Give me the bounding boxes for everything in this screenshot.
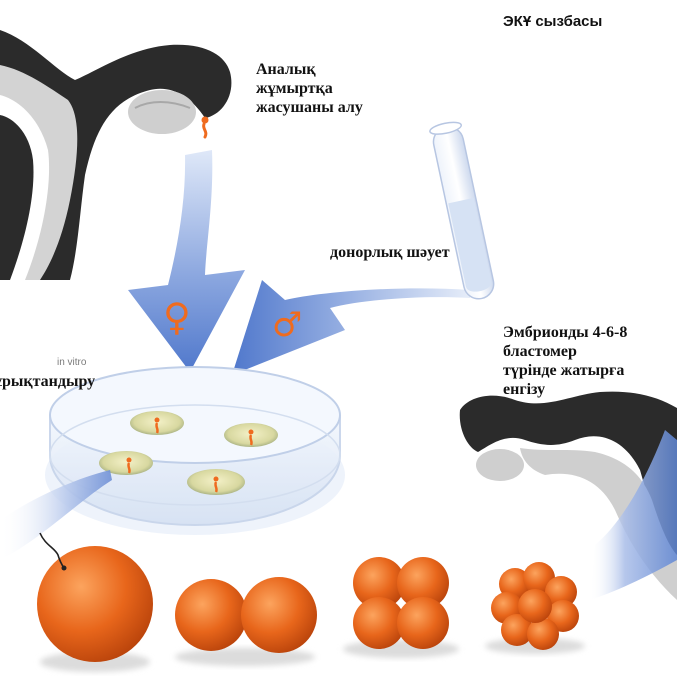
embryo-1-cell [37, 546, 153, 672]
embryo-transfer-beam [0, 430, 677, 600]
egg-transfer-arrow [128, 150, 245, 372]
embryo-transfer-line-3: түрінде жатырға [503, 362, 625, 379]
egg-retrieval-line-1: Аналық [256, 61, 316, 78]
uterus-top-left-icon [0, 30, 232, 280]
embryo-2-cell [175, 577, 317, 666]
female-symbol: ♀ [163, 295, 191, 339]
embryo-transfer-line-1: Эмбрионды 4-6-8 [503, 324, 628, 341]
embryo-transfer-line-4: енгізу [503, 381, 546, 398]
egg-retrieval-line-3: жасушаны алу [256, 99, 363, 116]
fertilization-prefix-label: in vitro [57, 357, 87, 368]
male-symbol: ♂ [272, 305, 302, 345]
petri-dish-icon [45, 366, 345, 535]
egg-retrieval-label: Аналық жұмыртқа жасушаны алу [256, 60, 363, 117]
embryo-8-cell [485, 562, 585, 654]
sperm-tail-icon [39, 532, 67, 571]
donor-sperm-label: донорлық шәует [330, 244, 450, 261]
embryo-stages [37, 532, 585, 672]
fertilization-label: ұрықтандыру [0, 373, 96, 390]
embryo-transfer-line-2: бластомер [503, 343, 577, 360]
droplet [187, 469, 245, 495]
droplet [130, 411, 184, 435]
diagram-title: ЭКҰ сызбасы [503, 13, 603, 30]
sperm-transfer-arrow [232, 280, 470, 375]
embryo-transfer-label: Эмбрионды 4-6-8 бластомер түрінде жатырғ… [503, 323, 627, 399]
embryo-4-cell [343, 557, 459, 658]
test-tube-icon [429, 121, 495, 300]
culture-droplets [99, 411, 278, 495]
droplet [224, 423, 278, 447]
egg-retrieval-line-2: жұмыртқа [256, 80, 333, 97]
uterus-right-icon [459, 391, 677, 600]
droplet [99, 451, 153, 475]
egg-cell-icon [201, 116, 209, 139]
